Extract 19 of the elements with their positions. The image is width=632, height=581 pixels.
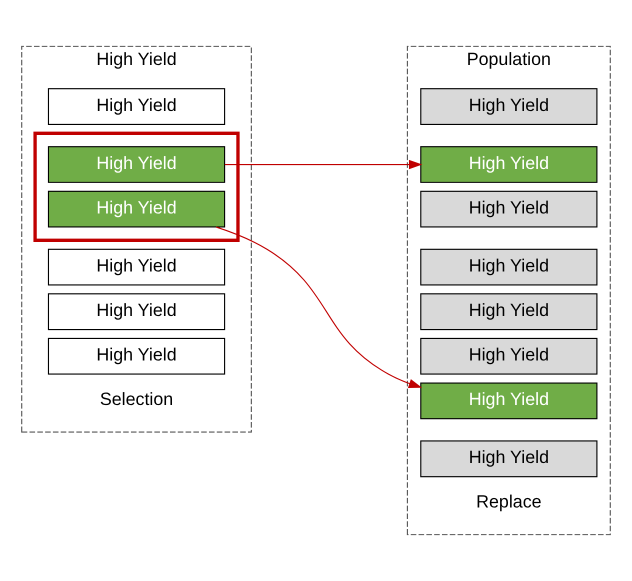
node-box: High Yield	[420, 338, 598, 375]
arrow	[216, 226, 422, 388]
node-box: High Yield	[48, 293, 226, 330]
node-box: High Yield	[48, 88, 226, 125]
arrow	[224, 160, 422, 170]
node-box: High Yield	[420, 440, 598, 478]
cluster	[33, 132, 240, 242]
node-box: High Yield	[48, 190, 226, 228]
node-box: High Yield	[420, 146, 598, 183]
node-box: High Yield	[48, 338, 226, 375]
node-box: High Yield	[420, 190, 598, 228]
node-label: Replace	[476, 492, 542, 512]
node-box: High Yield	[48, 146, 226, 183]
node-label: Selection	[100, 389, 174, 410]
node-box: High Yield	[420, 88, 598, 125]
node-box: High Yield	[420, 248, 598, 286]
node-box: High Yield	[420, 382, 598, 420]
node-box: High Yield	[48, 248, 226, 286]
node-box: High Yield	[420, 293, 598, 330]
